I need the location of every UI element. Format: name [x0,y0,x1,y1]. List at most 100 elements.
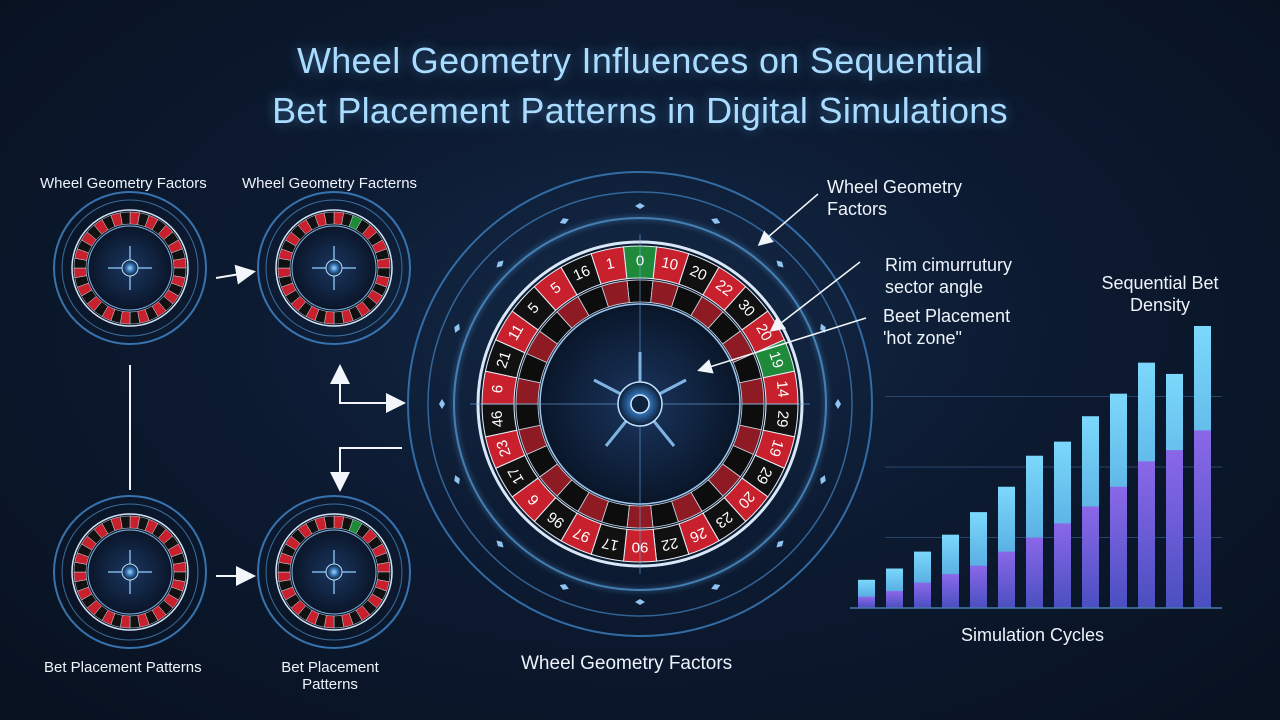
main-wheel-label: Wheel Geometry Factors [521,653,733,674]
callout-line-2 [769,261,861,332]
pocket-number: 29 [752,464,775,487]
chart-x-label: Simulation Cycles [961,625,1105,645]
pocket-number: 20 [752,321,775,344]
chart-title: Sequential Bet Density [1101,273,1219,315]
pocket-number: 46 [488,410,507,428]
pocket-number: 14 [773,380,792,398]
callout-2-line-2: sector angle [885,277,984,297]
outer-ring-1 [453,217,827,591]
orbit-marker [496,540,504,548]
flow-connectors [129,264,406,586]
small-wheel-hub [325,259,343,277]
label-bottom-left-wheel: Bet Placement Patterns [44,659,202,676]
callout-lines [697,193,867,374]
callout-1-line-1: Wheel Geometry [827,177,963,197]
pocket-number: 29 [773,410,792,428]
bar-segment [1054,523,1071,608]
small-wheel-hub [325,563,343,581]
label-top-right-wheel: Wheel Geometry Facterns [242,175,418,192]
small-pocket [119,515,131,529]
pocket-number: 96 [544,508,567,532]
pocket-number: 23 [712,508,735,532]
label-bottom-right-wheel: Bet Placement Patterns [270,659,390,693]
small-wheel-ring [61,503,199,641]
chart-bars [858,326,1211,608]
pocket-number: 23 [493,438,514,459]
inner-pocket [515,403,541,431]
orbit-marker [776,540,784,548]
small-wheel-outer-ring [257,191,411,345]
callout-rim-sector: Rim cimurrutury sector angle [885,254,1012,298]
pocket-number: 16 [571,262,593,284]
bar-segment [1026,537,1043,608]
bar-segment [1082,506,1099,608]
pocket-number: 22 [660,534,680,554]
inner-pocket [601,280,630,308]
label-bottom-right-line-1: Bet Placement [281,659,379,676]
small-pocket [119,211,131,225]
orbit-marker [559,584,569,590]
page-title: Wheel Geometry Influences on Sequential … [0,36,1280,136]
small-wheel-hub [121,563,139,581]
small-wheel-ring [61,199,199,337]
bar-segment [1166,450,1183,608]
outer-ring-3 [407,171,873,637]
small-pocket [323,515,335,529]
pocket-number: 19 [765,438,786,459]
bar-segment [942,574,959,608]
orbit-marker [835,399,841,409]
bar-segment [998,551,1015,608]
chart-gridlines [885,396,1222,538]
orbit-marker [454,323,460,333]
small-wheel-outer-ring [53,191,207,345]
small-roulette-wheel [257,191,411,345]
orbit-marker [559,218,569,224]
callout-2-line-1: Rim cimurrutury [885,255,1013,275]
callout-hot-zone: Beet Placement 'hot zone" [883,305,1010,349]
orbit-marker [635,599,645,605]
orbit-marker [635,203,645,209]
pocket-number: 20 [687,262,709,284]
callout-3-line-1: Beet Placement [883,306,1011,326]
small-roulette-wheel [257,495,411,649]
small-roulette-wheel [53,495,207,649]
small-wheel-hub [121,259,139,277]
pocket-number: 6 [489,384,507,394]
callout-1-line-2: Factors [827,199,888,219]
small-wheel-outer-ring [53,495,207,649]
callout-line-1 [757,193,819,246]
bar-segment [914,582,931,608]
pocket-number: 21 [493,349,514,370]
bar-segment [1138,461,1155,608]
outer-ring-2 [427,191,853,617]
number-pocket [590,246,628,285]
arrow-to-main-top [330,364,402,404]
bet-density-chart [850,326,1222,609]
inner-pocket [739,377,765,405]
orbit-marker [439,399,445,409]
callout-3-line-2: 'hot zone" [883,328,962,348]
orbit-marker [776,260,784,268]
bar-segment [1110,486,1127,608]
pocket-number: 1 [604,255,616,273]
bar-segment [886,591,903,608]
orbit-marker [711,218,721,224]
orbit-marker [820,475,826,485]
small-roulette-wheel [53,191,207,345]
bar-segment [858,596,875,608]
small-wheel-ring [265,503,403,641]
small-wheel-outer-ring [257,495,411,649]
arrow-to-main-bottom [330,447,402,492]
label-top-left-wheel: Wheel Geometry Factors [40,175,207,192]
pocket-number: 10 [660,254,680,274]
pocket-number: 11 [505,322,528,344]
label-bottom-right-line-2: Patterns [302,676,358,693]
pocket-number: 17 [505,464,528,487]
bar-segment [1194,430,1211,608]
pocket-number: 19 [765,349,786,370]
orbit-marker [711,584,721,590]
callout-wheel-geometry: Wheel Geometry Factors [827,176,962,220]
small-wheels-group [53,191,411,649]
